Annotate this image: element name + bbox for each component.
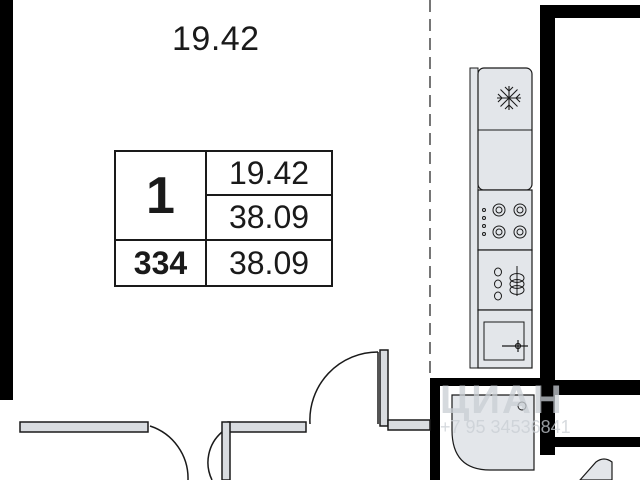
partition-door-jamb: [379, 349, 389, 427]
wall-right: [540, 5, 640, 395]
rooms-count: 1: [116, 152, 207, 241]
apartment-info-table: 1 19.42 38.09 334 38.09: [114, 150, 333, 287]
living-area: 19.42: [207, 152, 331, 196]
sink: [477, 309, 533, 369]
partition-middle-post: [221, 421, 231, 481]
snowflake-icon: [497, 86, 521, 110]
shower-tray: [451, 394, 535, 471]
door-swing-left: [149, 425, 189, 481]
kitchen-counter-back: [469, 67, 479, 369]
door-swing-right: [309, 351, 379, 425]
apartment-number: 334: [116, 241, 207, 285]
hob: [477, 189, 533, 251]
total-area: 38.09: [207, 196, 331, 241]
wall-bathroom-left: [430, 378, 440, 480]
wall-bottom-right: [555, 437, 640, 447]
partition-right: [387, 419, 431, 431]
partition-left: [19, 421, 149, 433]
wall-bathroom-top: [430, 378, 540, 386]
hob-icon: [482, 203, 527, 239]
door-swing-middle: [207, 431, 223, 481]
room-area-label: 19.42: [172, 20, 260, 58]
sink-icon: [502, 340, 528, 352]
wall-right-lower: [540, 395, 555, 455]
wall-left: [0, 0, 13, 400]
partition-middle: [227, 421, 307, 433]
dishwasher-icon: [494, 266, 525, 301]
drain-icon: [517, 401, 527, 411]
area-secondary: 38.09: [228, 244, 310, 281]
fridge: [477, 67, 533, 191]
toilet: [578, 458, 613, 481]
